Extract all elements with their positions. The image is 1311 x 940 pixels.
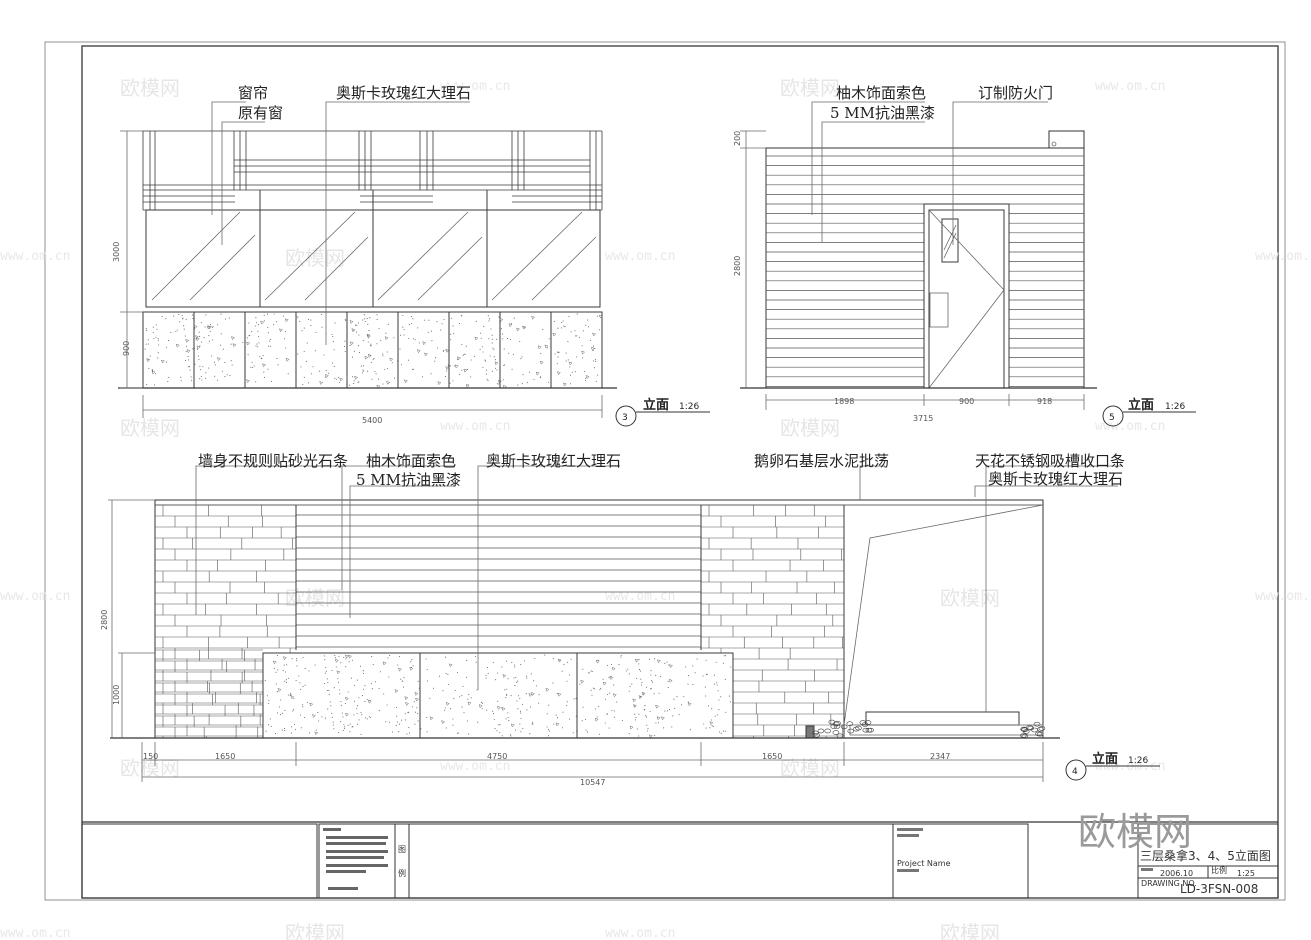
dim-total: 10547 <box>580 778 605 787</box>
watermark-url: www.om.cn <box>1255 249 1311 264</box>
watermark-logo: 欧模网 <box>285 921 345 940</box>
dim-segment: 2347 <box>930 752 950 761</box>
dim-total: 3715 <box>913 414 933 423</box>
dim-segment: 1650 <box>762 752 782 761</box>
legend-label: 图 <box>398 845 406 854</box>
elevation-number-circle <box>1102 405 1124 427</box>
leader-lines <box>195 465 1122 712</box>
legend-label: 例 <box>398 868 406 878</box>
watermark-big-logo: 欧模网 <box>1078 810 1192 854</box>
dim-segment: 150 <box>143 752 158 761</box>
dimension-lines <box>120 130 603 418</box>
elevation-title: 立面 <box>1092 751 1118 767</box>
window-panels <box>145 190 601 308</box>
notes-bars <box>323 828 388 890</box>
watermark-logo: 欧模网 <box>120 416 180 440</box>
watermark-url: www.om.cn <box>1255 589 1311 604</box>
watermark-logo: 欧模网 <box>285 586 345 610</box>
elevation-scale: 1:26 <box>1128 756 1148 766</box>
label-ceiling-trim: 天花不锈钢吸槽收口条 <box>975 452 1125 470</box>
watermark-url: www.om.cn <box>1095 419 1165 434</box>
elevation-5: 柚木饰面索色 5 MM抗油黑漆 订制防火门 200 2800 1898 900 … <box>733 84 1196 427</box>
watermark-logo: 欧模网 <box>780 76 840 100</box>
label-window: 原有窗 <box>238 104 283 122</box>
label-marble: 奥斯卡玫瑰红大理石 <box>336 84 471 102</box>
leader-lines <box>811 101 1048 245</box>
dim-base: 1000 <box>112 685 121 705</box>
label-curtain: 窗帘 <box>238 84 268 102</box>
dim-height: 2800 <box>733 256 742 276</box>
panel-dividers <box>295 505 845 738</box>
elevation-title: 立面 <box>643 397 669 413</box>
elevation-4: 墙身不规则贴砂光石条 柚木饰面索色 5 MM抗油黑漆 奥斯卡玫瑰红大理石 鹅卵石… <box>100 452 1160 787</box>
fire-door <box>923 203 1010 389</box>
watermarks: 欧模网 www.om.cn 欧模网 www.om.cn www.om.cn 欧模… <box>0 76 1311 940</box>
watermark-logo: 欧模网 <box>120 76 180 100</box>
watermark-url: www.om.cn <box>605 589 675 604</box>
elevation-number-circle <box>1065 759 1087 781</box>
dim-right: 918 <box>1037 397 1052 406</box>
dim-total-width: 5400 <box>362 416 382 425</box>
date-value: 2006.10 <box>1160 869 1193 878</box>
marble-panels <box>262 652 734 739</box>
veneer-planks <box>296 514 701 648</box>
dim-top: 200 <box>733 131 742 146</box>
top-cap <box>1048 130 1085 149</box>
marble-base <box>142 311 603 389</box>
elevation-number: 3 <box>622 413 628 423</box>
dim-segment: 4750 <box>487 752 507 761</box>
dimension-lines <box>740 130 1085 410</box>
watermark-logo: 欧模网 <box>940 921 1000 940</box>
dim-upper-height: 3000 <box>112 242 121 262</box>
marble-speckle <box>144 313 603 389</box>
label-veneer: 柚木饰面索色 <box>366 452 456 470</box>
label-stone-strips: 墙身不规则贴砂光石条 <box>198 452 348 470</box>
drawing-number: LD-3FSN-008 <box>1180 882 1258 896</box>
elevation-3: 窗帘 原有窗 奥斯卡玫瑰红大理石 3000 900 5400 3 立面 1:26 <box>112 84 710 427</box>
leader-lines <box>211 101 470 345</box>
title-block: 图 例 Project Name 三层桑拿3、4、5立面图 2006.10 比例… <box>81 810 1279 899</box>
label-marble: 奥斯卡玫瑰红大理石 <box>486 452 621 470</box>
watermark-url: www.om.cn <box>0 926 70 940</box>
marble-speckle <box>264 654 732 739</box>
label-door: 订制防火门 <box>978 84 1053 102</box>
scale-label: 比例 <box>1211 865 1227 875</box>
elevation-title: 立面 <box>1128 397 1154 413</box>
scale-value: 1:25 <box>1237 869 1255 878</box>
label-veneer-paint: 5 MM抗油黑漆 <box>356 471 461 489</box>
label-veneer: 柚木饰面索色 <box>836 84 926 102</box>
elevation-scale: 1:26 <box>1165 402 1185 412</box>
label-pebble: 鹅卵石基层水泥批荡 <box>754 452 889 470</box>
veneer-planks <box>766 141 1084 387</box>
watermark-url: www.om.cn <box>605 249 675 264</box>
watermark-logo: 欧模网 <box>780 416 840 440</box>
label-marble-2: 奥斯卡玫瑰红大理石 <box>988 470 1123 488</box>
dim-segment: 1650 <box>215 752 235 761</box>
watermark-logo: 欧模网 <box>285 246 345 270</box>
elevation-number: 5 <box>1109 413 1115 423</box>
watermark-url: www.om.cn <box>1095 79 1165 94</box>
outer-frame <box>44 41 1286 901</box>
watermark-url: www.om.cn <box>440 759 510 774</box>
dim-lower-height: 900 <box>122 341 131 356</box>
watermark-url: www.om.cn <box>0 249 70 264</box>
dimension-lines <box>108 499 1044 782</box>
watermark-logo: 欧模网 <box>940 586 1000 610</box>
watermark-url: www.om.cn <box>0 589 70 604</box>
watermark-url: www.om.cn <box>440 79 510 94</box>
watermark-url: www.om.cn <box>605 926 675 940</box>
elevation-number: 4 <box>1072 767 1078 777</box>
elevation-number-circle <box>615 405 637 427</box>
watermark-url: www.om.cn <box>440 419 510 434</box>
drawing-no-label: DRAWING NO. <box>1141 879 1197 888</box>
dim-height: 2800 <box>100 610 109 630</box>
dim-door: 900 <box>959 397 974 406</box>
label-veneer-paint: 5 MM抗油黑漆 <box>830 104 935 122</box>
drawing-title: 三层桑拿3、4、5立面图 <box>1140 848 1271 863</box>
dim-left: 1898 <box>834 397 854 406</box>
elevation-scale: 1:26 <box>679 402 699 412</box>
project-name-label: Project Name <box>897 859 951 868</box>
pebble-base <box>812 719 1046 739</box>
